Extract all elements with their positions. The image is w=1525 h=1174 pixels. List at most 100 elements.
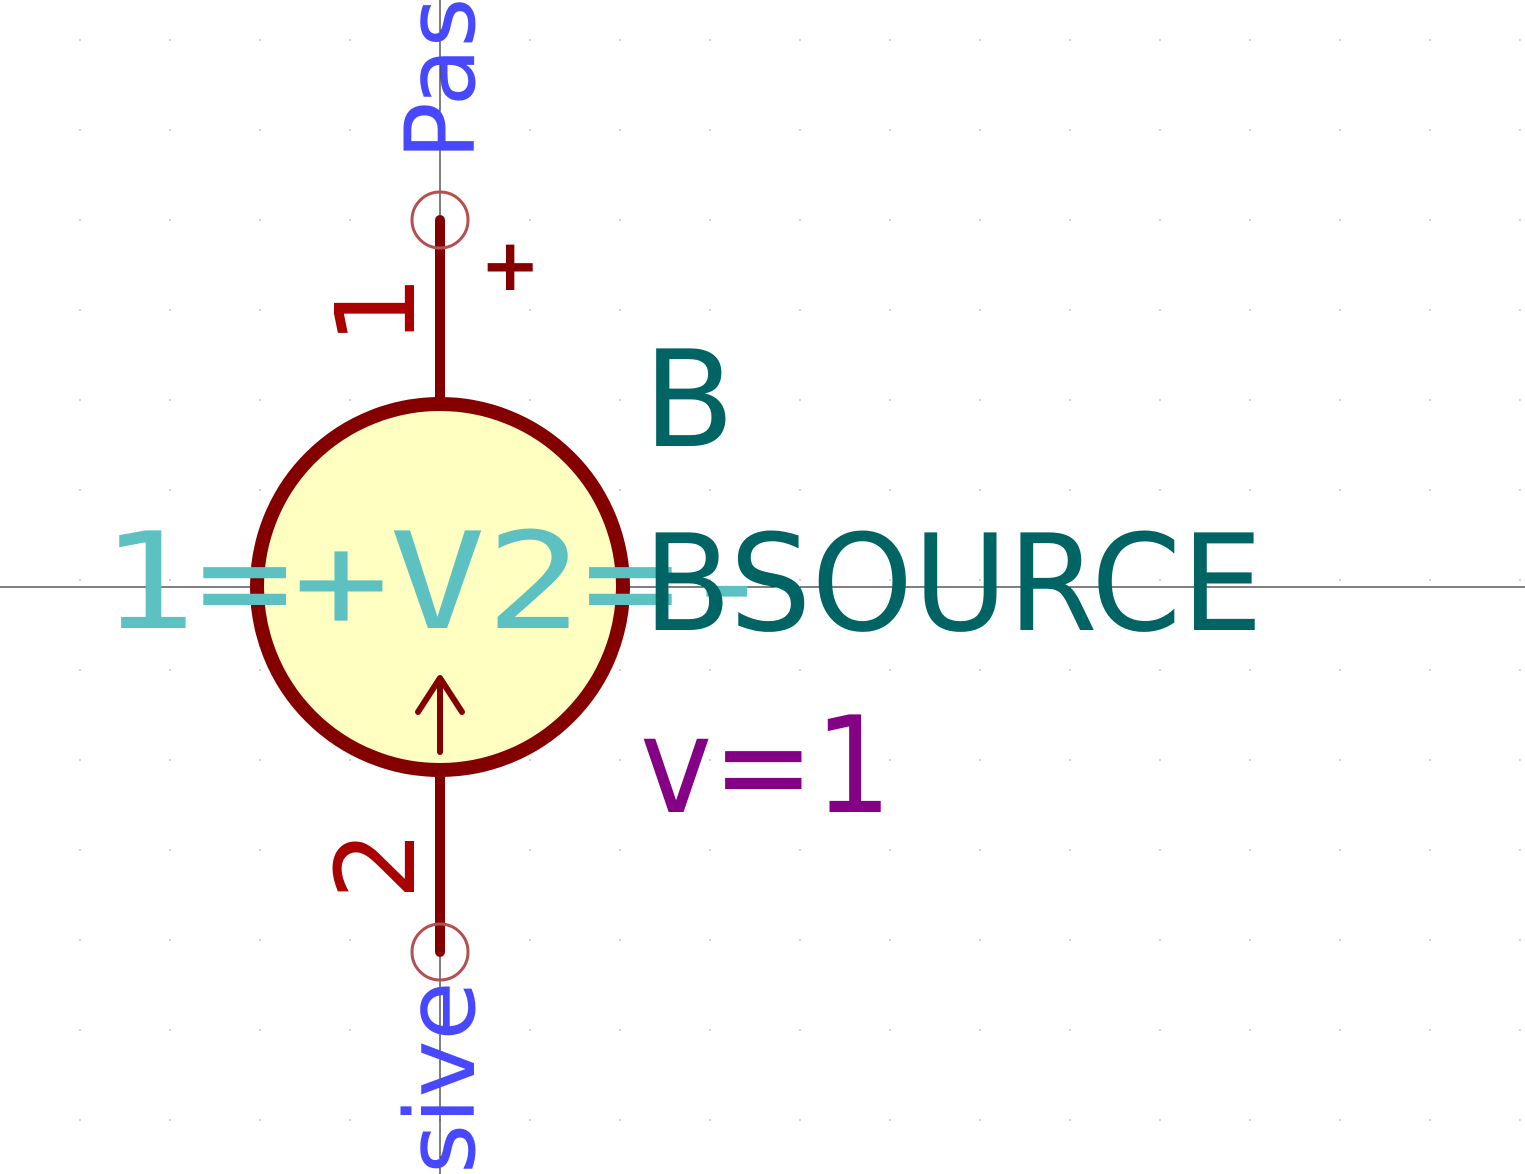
spice-param-field[interactable]: v=1 — [640, 688, 892, 844]
grid-dot — [1429, 1029, 1431, 1031]
grid-dot — [169, 1029, 171, 1031]
grid-dot — [169, 489, 171, 491]
grid-dot — [259, 129, 261, 131]
grid-dot — [1159, 579, 1161, 581]
grid-dot — [889, 489, 891, 491]
grid-dot — [1429, 669, 1431, 671]
grid-dot — [619, 129, 621, 131]
grid-dot — [349, 129, 351, 131]
grid-dot — [259, 219, 261, 221]
pin-2[interactable] — [410, 767, 470, 982]
grid-dot — [1249, 399, 1251, 401]
grid-dot — [259, 39, 261, 41]
grid-dot — [1429, 129, 1431, 131]
grid-dot — [1069, 759, 1071, 761]
grid-dot — [709, 1029, 711, 1031]
grid-dot — [1429, 489, 1431, 491]
grid-dot — [1069, 849, 1071, 851]
pin1-number: 1 — [312, 275, 440, 345]
grid-dot — [169, 1119, 171, 1121]
grid-dot — [1519, 129, 1521, 131]
grid-dot — [889, 219, 891, 221]
grid-dot — [1249, 849, 1251, 851]
grid-dot — [1069, 669, 1071, 671]
grid-dot — [979, 939, 981, 941]
grid-dot — [349, 849, 351, 851]
grid-dot — [169, 129, 171, 131]
grid-dot — [1429, 1119, 1431, 1121]
grid-dot — [1159, 759, 1161, 761]
grid-dot — [1429, 39, 1431, 41]
grid-dot — [529, 759, 531, 761]
grid-dot — [259, 489, 261, 491]
grid-dot — [619, 489, 621, 491]
reference-field[interactable]: B — [643, 322, 735, 478]
grid-dot — [709, 1119, 711, 1121]
grid-dot — [619, 39, 621, 41]
grid-dot — [1249, 309, 1251, 311]
grid-dot — [709, 39, 711, 41]
grid-dot — [799, 1029, 801, 1031]
sim-pins-field[interactable]: 1=+V2=- — [100, 504, 775, 660]
grid-dot — [619, 759, 621, 761]
grid-dot — [1339, 759, 1341, 761]
grid-dot — [979, 219, 981, 221]
grid-dot — [799, 579, 801, 581]
grid-dot — [259, 759, 261, 761]
grid-dot — [979, 309, 981, 311]
grid-dot — [979, 399, 981, 401]
grid-dot — [1339, 489, 1341, 491]
grid-dot — [1519, 39, 1521, 41]
grid-dot — [169, 849, 171, 851]
grid-dot — [889, 939, 891, 941]
grid-dot — [1519, 849, 1521, 851]
grid-dot — [1159, 669, 1161, 671]
grid-dot — [979, 39, 981, 41]
grid-dot — [1339, 579, 1341, 581]
source-body[interactable] — [250, 397, 630, 777]
grid-dot — [1069, 399, 1071, 401]
grid-dot — [619, 399, 621, 401]
pin-end-circle-icon — [410, 922, 470, 982]
grid-dot — [1159, 399, 1161, 401]
grid-dot — [79, 1119, 81, 1121]
grid-dot — [799, 129, 801, 131]
grid-dot — [1249, 1119, 1251, 1121]
grid-dot — [259, 1029, 261, 1031]
grid-dot — [1519, 399, 1521, 401]
grid-dot — [889, 1119, 891, 1121]
grid-dot — [889, 579, 891, 581]
grid-dot — [349, 759, 351, 761]
grid-dot — [799, 219, 801, 221]
grid-dot — [709, 939, 711, 941]
grid-dot — [1069, 1029, 1071, 1031]
grid-dot — [1069, 129, 1071, 131]
grid-dot — [889, 129, 891, 131]
pin-1[interactable] — [410, 190, 470, 407]
grid-dot — [1159, 309, 1161, 311]
grid-dot — [889, 399, 891, 401]
grid-dot — [529, 39, 531, 41]
grid-dot — [889, 669, 891, 671]
grid-dot — [169, 399, 171, 401]
grid-dot — [889, 1029, 891, 1031]
pin-end-circle-icon — [410, 190, 470, 250]
arrow-up-icon — [415, 675, 465, 755]
plus-polarity-mark: + — [480, 223, 540, 307]
grid-dot — [1339, 849, 1341, 851]
grid-dot — [709, 489, 711, 491]
grid-dot — [1519, 309, 1521, 311]
pin2-type-label: sive — [385, 981, 497, 1174]
grid-dot — [799, 759, 801, 761]
grid-dot — [79, 39, 81, 41]
grid-dot — [619, 849, 621, 851]
grid-dot — [1339, 219, 1341, 221]
grid-dot — [529, 939, 531, 941]
grid-dot — [979, 759, 981, 761]
grid-dot — [1339, 1119, 1341, 1121]
grid-dot — [1339, 939, 1341, 941]
grid-dot — [349, 309, 351, 311]
value-field[interactable]: BSOURCE — [643, 506, 1263, 662]
grid-dot — [529, 309, 531, 311]
